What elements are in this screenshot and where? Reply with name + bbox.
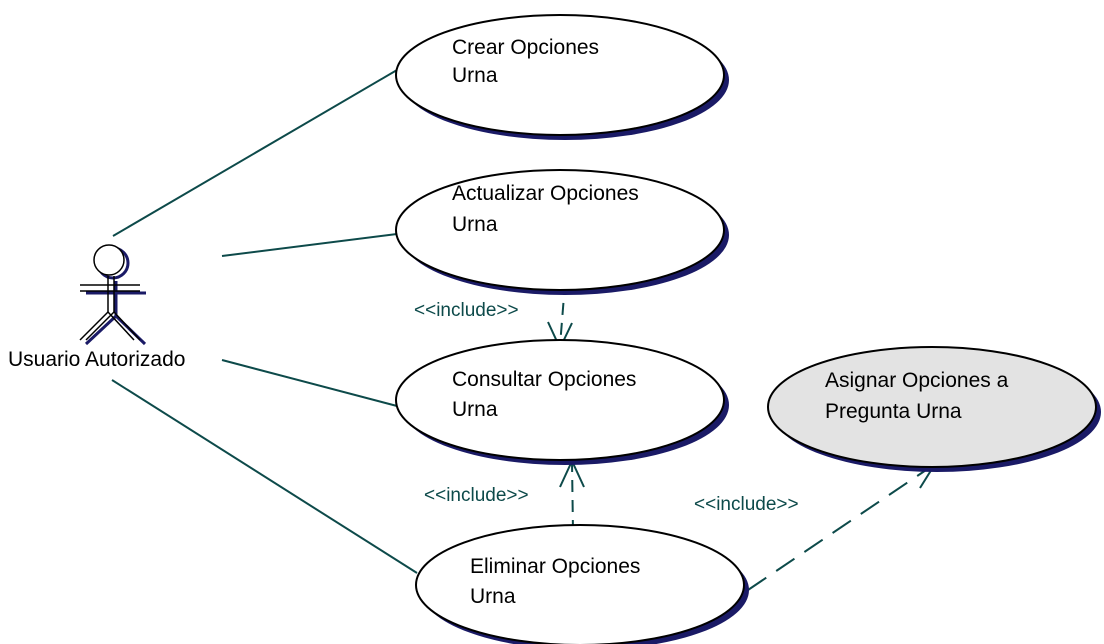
include-arrow-eliminar-asignar	[747, 463, 936, 591]
association-crear	[112, 69, 398, 237]
use-case-crear-line2: Urna	[452, 64, 498, 87]
use-case-asignar[interactable]: Asignar Opciones a Pregunta Urna	[767, 346, 1101, 472]
use-case-eliminar-line2: Urna	[470, 585, 516, 608]
actor-figure-icon	[79, 244, 147, 346]
actor-label: Usuario Autorizado	[8, 348, 185, 371]
use-case-consultar-ellipse	[395, 339, 725, 461]
association-eliminar	[111, 379, 418, 574]
include-label-2: <<include>>	[424, 485, 529, 506]
use-case-asignar-line2: Pregunta Urna	[825, 400, 962, 423]
use-case-actualizar-line2: Urna	[452, 213, 498, 236]
use-case-consultar-line2: Urna	[452, 398, 498, 421]
use-case-asignar-line1: Asignar Opciones a	[825, 369, 1009, 392]
use-case-actualizar-ellipse	[395, 169, 725, 291]
actor-usuario-autorizado[interactable]: Usuario Autorizado	[8, 244, 185, 371]
use-case-consultar-line1: Consultar Opciones	[452, 368, 636, 391]
include-label-1: <<include>>	[414, 300, 519, 321]
use-case-crear[interactable]: Crear Opciones Urna	[395, 14, 729, 140]
use-case-crear-line1: Crear Opciones	[452, 36, 599, 59]
include-arrow-eliminar-consultar	[571, 461, 574, 533]
use-case-eliminar-ellipse	[415, 524, 745, 644]
association-lines	[111, 69, 418, 574]
use-case-asignar-ellipse	[767, 346, 1097, 468]
use-case-consultar[interactable]: Consultar Opciones Urna	[395, 339, 729, 465]
use-case-eliminar-line1: Eliminar Opciones	[470, 555, 640, 578]
use-case-actualizar[interactable]: Actualizar Opciones Urna	[395, 169, 729, 295]
association-actualizar	[221, 233, 398, 257]
use-case-eliminar[interactable]: Eliminar Opciones Urna	[415, 524, 749, 644]
use-case-crear-ellipse	[395, 14, 725, 136]
use-case-actualizar-line1: Actualizar Opciones	[452, 182, 639, 205]
association-consultar	[221, 359, 398, 407]
include-label-3: <<include>>	[694, 494, 799, 515]
